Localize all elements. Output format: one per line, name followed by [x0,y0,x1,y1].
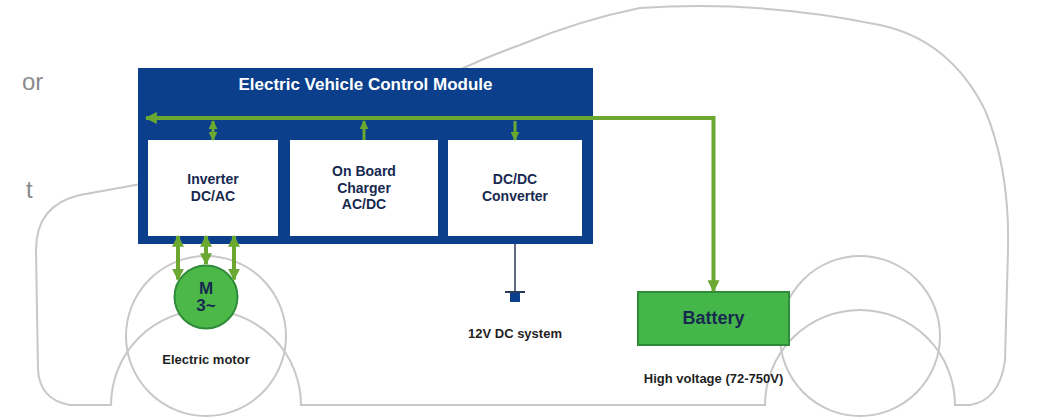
battery-box: BatteryHigh voltage (72-750V) [637,291,790,346]
rear-wheel [780,256,940,416]
low-voltage-wire [514,236,516,292]
node-label: On Board Charger AC/DC [323,163,405,213]
cut-off-text: t [26,176,33,204]
node-label: Battery [682,308,744,329]
motor-circle: M 3~Electric motor [173,264,239,330]
front-wheel [126,256,286,416]
module-title: Electric Vehicle Control Module [138,75,593,95]
power-flow-arrow [146,118,714,291]
node-label: Inverter DC/AC [168,171,258,205]
inverter-box: Inverter DC/AC [148,140,278,236]
converter-box: DC/DC Converter [448,140,582,236]
cut-off-text: or [22,68,43,96]
system-label: 12V DC system [468,326,562,341]
car-body [36,6,1008,405]
control-module: Electric Vehicle Control ModuleInverter … [138,68,593,244]
node-label: DC/DC Converter [470,171,560,205]
charger-box: On Board Charger AC/DC [290,140,438,236]
terminal-block [510,293,520,302]
terminal-bar [505,291,525,293]
node-label: M 3~ [192,280,221,314]
caption-label: High voltage (72-750V) [644,371,783,386]
caption-label: Electric motor [162,352,249,367]
